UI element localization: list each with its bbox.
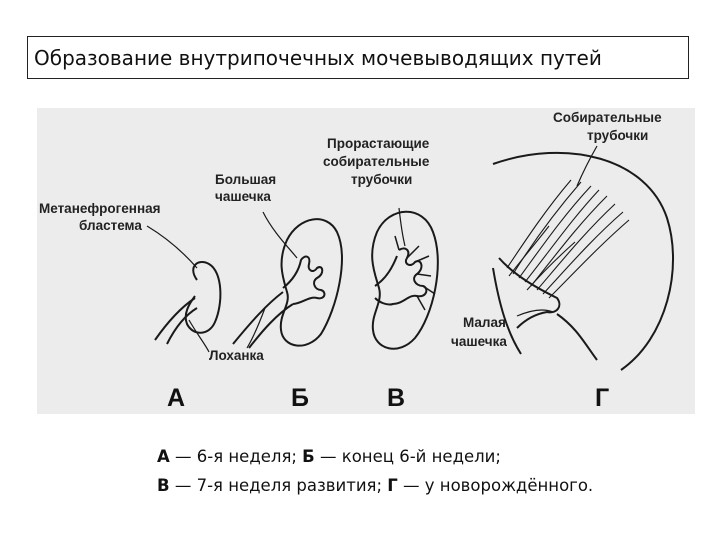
kidney-development-figure: Метанефрогенная бластема Большая чашечка…	[37, 108, 695, 414]
caption-key-d: Г	[387, 476, 398, 495]
stage-c-pointer	[399, 208, 405, 246]
page-title: Образование внутрипочечных мочевыводящих…	[34, 46, 602, 70]
label-major-calyx-2: чашечка	[215, 189, 271, 204]
stage-c-calyx	[375, 248, 426, 304]
stage-c-sprouts	[395, 236, 435, 310]
label-sprouting-3: трубочки	[351, 172, 412, 187]
stage-b-calyx	[283, 257, 324, 304]
stage-a-pointer-pelvis	[189, 320, 209, 352]
stage-b-pointer	[263, 212, 297, 258]
label-metanephrogenic-1: Метанефрогенная	[39, 201, 161, 216]
caption-line-2: В — 7‑я неделя развития; Г — у новорождё…	[157, 471, 593, 500]
caption-text-d: — у новорождённого.	[398, 476, 593, 495]
label-collecting-1: Собирательные	[553, 110, 662, 125]
stage-label-b: Б	[291, 384, 309, 412]
label-major-calyx-1: Большая	[215, 172, 276, 187]
stage-d-sinus	[493, 268, 597, 360]
label-collecting-2: трубочки	[587, 128, 648, 143]
label-minor-calyx-1: Малая	[463, 315, 506, 330]
label-sprouting-2: собирательные	[323, 154, 430, 169]
stage-a-pointer-blastema	[147, 226, 197, 268]
caption: А — 6‑я неделя; Б — конец 6‑й недели; В …	[157, 442, 593, 500]
stage-label-c: В	[387, 384, 405, 412]
kidney-diagram: Метанефрогенная бластема Большая чашечка…	[37, 108, 695, 414]
stage-label-a: А	[167, 384, 185, 412]
caption-text-c: — 7‑я неделя развития;	[170, 476, 388, 495]
caption-text-a: — 6‑я неделя;	[170, 447, 302, 466]
caption-key-b: Б	[302, 447, 315, 466]
label-sprouting-1: Прорастающие	[327, 136, 430, 151]
stage-a-ureter	[155, 298, 197, 344]
caption-line-1: А — 6‑я неделя; Б — конец 6‑й недели;	[157, 442, 593, 471]
stage-label-d: Г	[595, 384, 609, 412]
label-metanephrogenic-2: бластема	[79, 218, 142, 233]
label-minor-calyx-2: чашечка	[451, 334, 507, 349]
stage-d-pointer-collecting	[577, 146, 597, 186]
caption-key-c: В	[157, 476, 170, 495]
stage-b-pointer-pelvis	[247, 308, 265, 348]
label-pelvis: Лоханка	[209, 348, 264, 363]
title-box: Образование внутрипочечных мочевыводящих…	[27, 36, 689, 79]
caption-text-b: — конец 6‑й недели;	[315, 447, 501, 466]
caption-key-a: А	[157, 447, 170, 466]
stage-d-papilla	[499, 258, 559, 328]
